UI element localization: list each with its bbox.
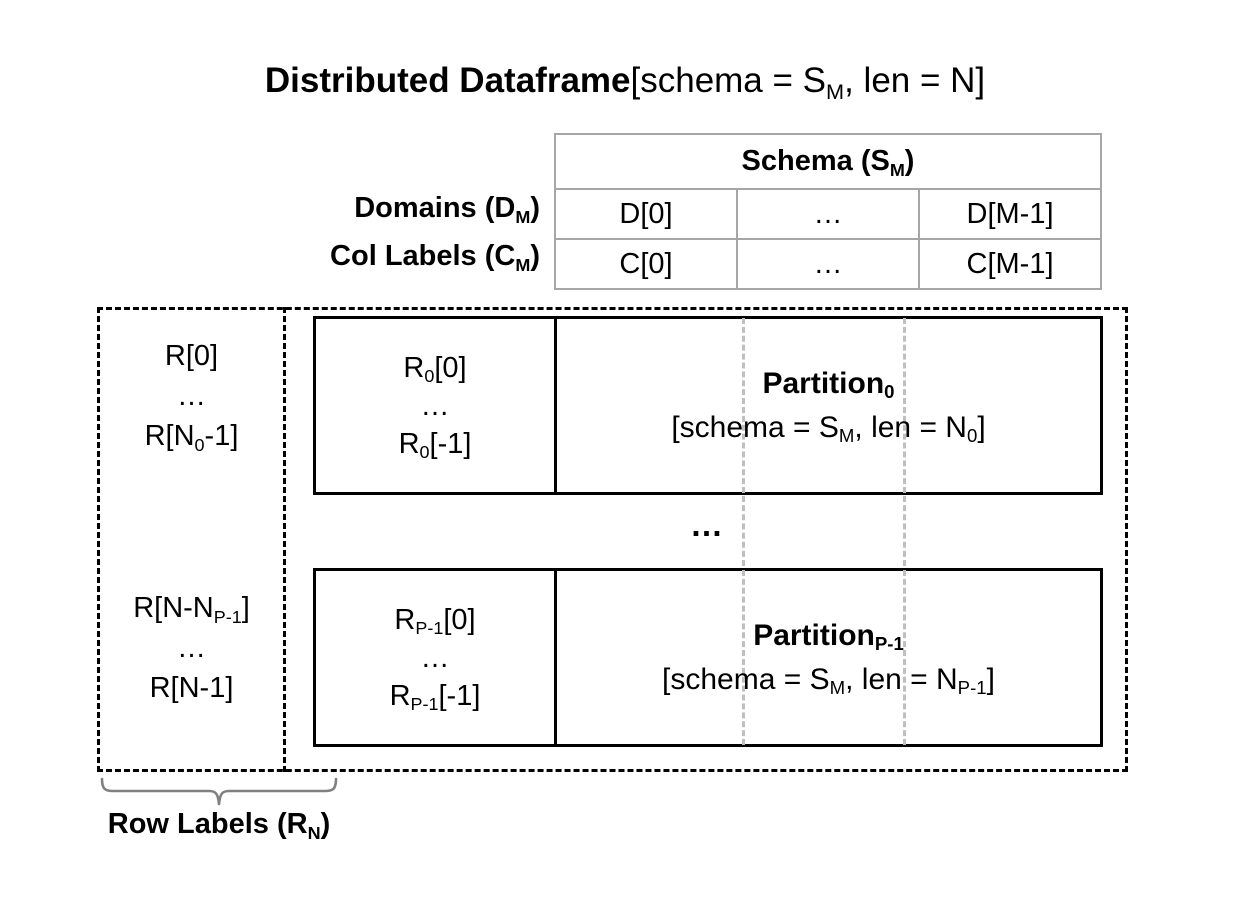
- schema-table-row-domains: D[0] … D[M-1]: [554, 188, 1102, 240]
- schema-table-header-cell: Schema (SM): [554, 133, 1102, 190]
- partition-p-minus-1-row-first: RP-1[0]: [394, 601, 475, 639]
- label-col-labels-suffix: ): [530, 240, 540, 272]
- partition-p-minus-1-meta-suffix: ]: [986, 662, 995, 696]
- partition-p-minus-1-row-last-prefix: R: [389, 679, 411, 712]
- row-label-last-prefix: R[N: [144, 420, 195, 452]
- title-rest-suffix: , len = N]: [844, 61, 986, 100]
- partition-0-body: Partition0 [schema = SM, len = N0]: [557, 319, 1100, 492]
- column-guide-a-mid: [742, 496, 745, 566]
- title-bold-part: Distributed Dataframe: [264, 61, 631, 100]
- partition-0-title: Partition0: [762, 362, 894, 406]
- partition-p-minus-1-row-first-subscript: P-1: [415, 618, 444, 639]
- label-col-labels-subscript: M: [515, 254, 531, 275]
- partition-0-row-first-subscript: 0: [424, 366, 435, 387]
- partition-0-row-last: R0[-1]: [399, 425, 472, 463]
- dataframe-outer-boundary: [97, 307, 1128, 772]
- schema-table: Schema (SM) D[0] … D[M-1] C[0] … C[M-1]: [554, 133, 1102, 290]
- partition-box-p-minus-1: RP-1[0] … RP-1[-1] PartitionP-1 [schema …: [313, 568, 1103, 747]
- title-rest-prefix: [schema = S: [630, 61, 827, 100]
- column-guide-a-top: [742, 318, 745, 493]
- row-labels-brace-label: Row Labels (RN): [99, 808, 339, 843]
- col-label-cell-last: C[M-1]: [918, 238, 1102, 290]
- partition-p-minus-1-title: PartitionP-1: [753, 614, 904, 658]
- row-labels-top-block: R[0] … R[N0-1]: [100, 336, 283, 456]
- partition-0-row-ids: R0[0] … R0[-1]: [316, 319, 554, 492]
- partition-p-minus-1-row-last-subscript: P-1: [410, 694, 439, 715]
- partition-0-meta-suffix: ]: [977, 410, 986, 444]
- partition-p-minus-1-body: PartitionP-1 [schema = SM, len = NP-1]: [557, 571, 1100, 744]
- partition-0-divider: [554, 319, 557, 492]
- label-domains-subscript: M: [515, 206, 531, 227]
- label-col-labels: Col Labels (CM): [180, 240, 540, 275]
- partition-p-minus-1-meta: [schema = SM, len = NP-1]: [662, 658, 995, 702]
- row-label-first: R[0]: [164, 340, 219, 372]
- domain-cell-last: D[M-1]: [918, 188, 1102, 240]
- row-label-bottom-last: R[N-1]: [149, 672, 234, 704]
- col-label-cell-ellipsis: …: [736, 238, 920, 290]
- partition-box-0: R0[0] … R0[-1] Partition0 [schema = SM, …: [313, 316, 1103, 495]
- partition-p-minus-1-row-last: RP-1[-1]: [390, 677, 481, 715]
- label-domains-text: Domains (D: [354, 192, 516, 224]
- partition-p-minus-1-divider: [554, 571, 557, 744]
- row-labels-brace-label-suffix: ): [320, 808, 331, 840]
- partition-0-meta-subscript-len: 0: [966, 425, 978, 447]
- domain-cell-0: D[0]: [554, 188, 738, 240]
- row-label-bottom-first-suffix: ]: [241, 592, 250, 624]
- column-guide-b-top: [903, 318, 906, 493]
- label-domains-suffix: ): [530, 192, 540, 224]
- row-label-last: R[N0-1]: [100, 416, 283, 456]
- row-labels-brace-label-text: Row Labels (R: [107, 808, 308, 840]
- column-guide-b-mid: [903, 496, 906, 566]
- partition-p-minus-1-row-ids: RP-1[0] … RP-1[-1]: [316, 571, 554, 744]
- partition-p-minus-1-row-ellipsis: …: [420, 641, 450, 674]
- row-label-last-subscript: 0: [194, 434, 205, 455]
- partition-0-row-first-prefix: R: [403, 351, 425, 384]
- schema-header-suffix: ): [904, 145, 915, 177]
- row-label-ellipsis: …: [177, 380, 206, 412]
- column-guide-b-bottom: [903, 570, 906, 745]
- title-rest-subscript: M: [826, 78, 845, 104]
- partition-p-minus-1-meta-prefix: [schema = S: [662, 662, 830, 696]
- partition-p-minus-1-row-first-suffix: [0]: [443, 603, 476, 636]
- partition-0-row-ellipsis: …: [420, 389, 450, 422]
- row-labels-bottom-block: R[N-NP-1] … R[N-1]: [100, 588, 283, 708]
- partition-0-title-subscript: 0: [884, 381, 895, 403]
- row-labels-brace-label-subscript: N: [307, 822, 321, 843]
- label-col-labels-text: Col Labels (C: [330, 240, 516, 272]
- schema-table-header-row: Schema (SM): [554, 133, 1102, 190]
- partition-p-minus-1-title-subscript: P-1: [874, 633, 904, 655]
- partition-p-minus-1-row-last-suffix: [-1]: [438, 679, 481, 712]
- row-label-column-divider: [283, 307, 286, 772]
- partition-0-row-first: R0[0]: [403, 349, 466, 387]
- partition-p-minus-1-title-text: Partition: [753, 618, 875, 652]
- partition-0-title-text: Partition: [762, 366, 885, 400]
- partition-0-row-last-subscript: 0: [419, 442, 430, 463]
- schema-table-row-col-labels: C[0] … C[M-1]: [554, 238, 1102, 290]
- schema-header-text: Schema (S: [741, 145, 890, 177]
- row-label-bottom-first-prefix: R[N-N: [133, 592, 214, 624]
- partition-0-meta: [schema = SM, len = N0]: [671, 406, 985, 450]
- partition-0-row-last-prefix: R: [398, 427, 420, 460]
- row-label-last-suffix: -1]: [204, 420, 239, 452]
- row-labels-brace-icon: [100, 777, 338, 806]
- row-label-bottom-first: R[N-NP-1]: [100, 588, 283, 628]
- partition-p-minus-1-meta-subscript-len: P-1: [957, 677, 987, 699]
- partition-0-meta-subscript-schema: M: [838, 425, 855, 447]
- column-guide-a-bottom: [742, 570, 745, 745]
- partition-0-meta-mid: , len = N: [854, 410, 967, 444]
- partition-0-meta-prefix: [schema = S: [671, 410, 839, 444]
- partitions-ellipsis: …: [690, 506, 726, 543]
- partition-p-minus-1-meta-subscript-schema: M: [829, 677, 846, 699]
- partition-0-row-last-suffix: [-1]: [429, 427, 472, 460]
- domain-cell-ellipsis: …: [736, 188, 920, 240]
- row-label-bottom-ellipsis: …: [177, 632, 206, 664]
- partition-0-row-first-suffix: [0]: [434, 351, 467, 384]
- schema-header-subscript: M: [889, 159, 905, 180]
- col-label-cell-0: C[0]: [554, 238, 738, 290]
- label-domains: Domains (DM): [180, 192, 540, 227]
- page-title: Distributed Dataframe[schema = SM, len =…: [0, 60, 1250, 102]
- partition-p-minus-1-row-first-prefix: R: [394, 603, 416, 636]
- partition-p-minus-1-meta-mid: , len = N: [845, 662, 958, 696]
- row-label-bottom-first-subscript: P-1: [213, 606, 242, 627]
